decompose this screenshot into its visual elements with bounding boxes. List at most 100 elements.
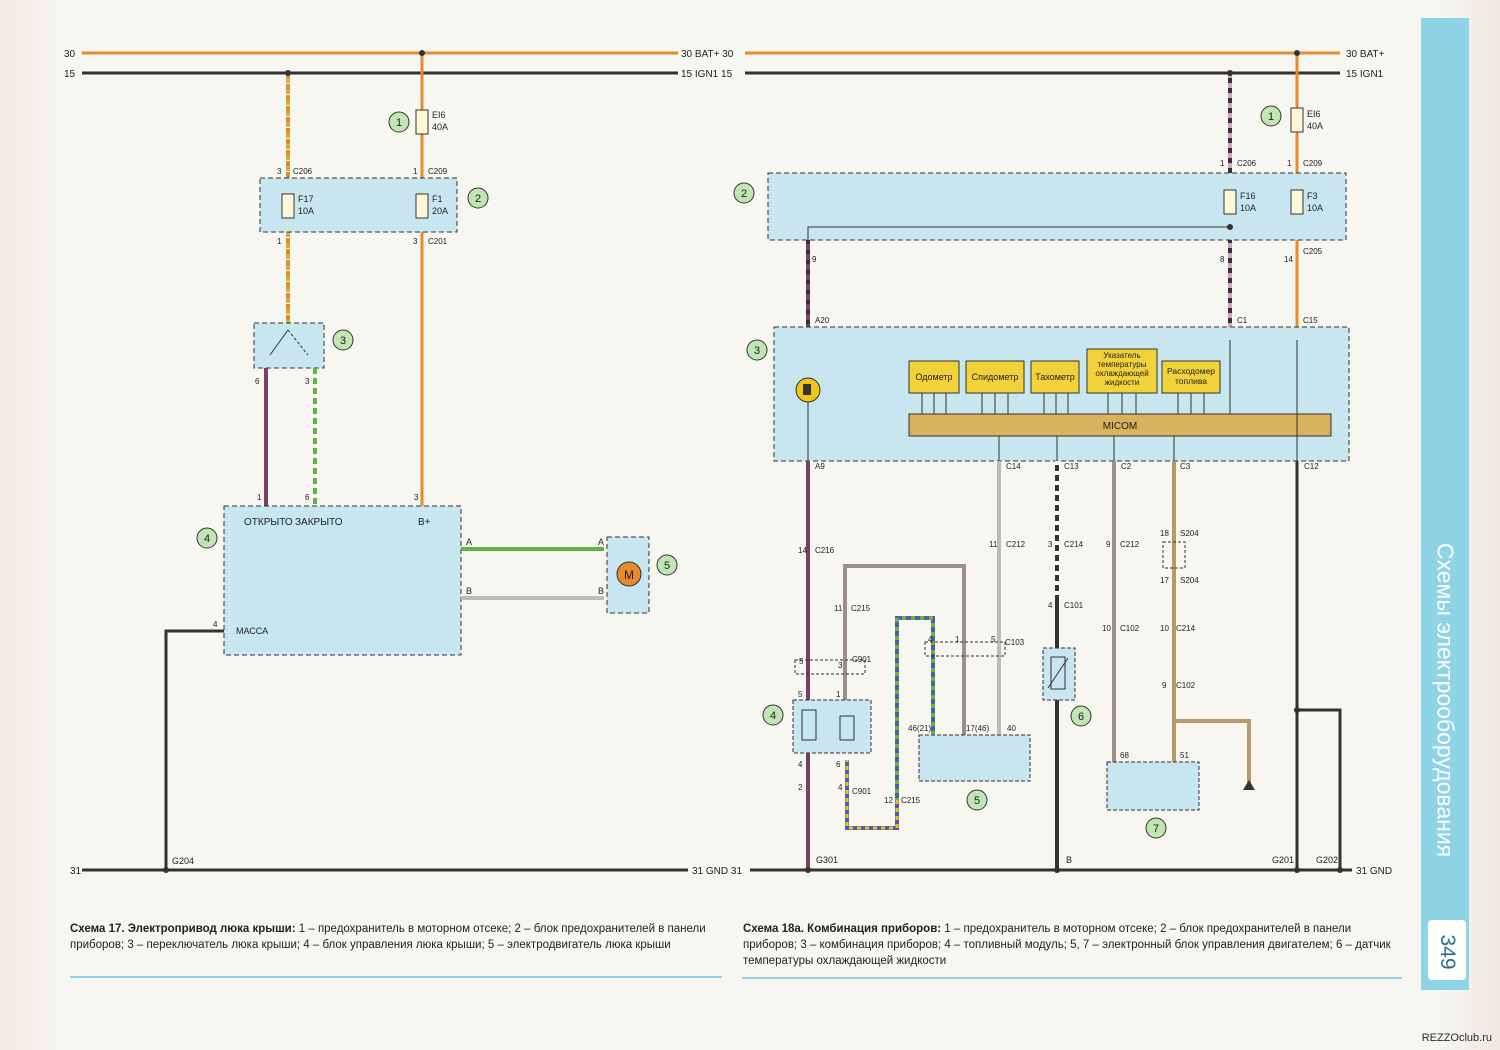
thermistor-arrow (1047, 657, 1069, 689)
junction-dot (1294, 707, 1300, 713)
fuel-module (792, 699, 872, 754)
terminal-b: B (598, 586, 604, 596)
pin-number: 4 (838, 783, 843, 792)
pin-number: 4 (928, 635, 933, 644)
pin-number: 1 (1287, 159, 1292, 168)
pin-number: 3 (305, 377, 310, 386)
pin-number: 11 (989, 540, 998, 549)
pin-number: 14 (1284, 255, 1293, 264)
sunroof-control-module (223, 505, 462, 656)
junction-dot (805, 867, 811, 873)
callout-badge (1070, 705, 1092, 727)
terminal-mass: МАССА (236, 626, 268, 636)
caption-right: Схема 18а. Комбинация приборов: 1 – пред… (743, 921, 1403, 969)
connector-label: C3 (1180, 462, 1191, 471)
micom-bus (908, 413, 1332, 437)
connector-label: C901 (852, 655, 872, 664)
callout-badge (762, 704, 784, 726)
pin-number: 6 (255, 377, 260, 386)
level-sensor-icon (801, 709, 817, 741)
switch-contact (287, 329, 309, 356)
pin-number: 3 (1048, 540, 1053, 549)
callout-number: 7 (1153, 823, 1159, 835)
callout-number: 5 (664, 560, 670, 572)
junction-dot (1294, 50, 1300, 56)
pin-number: 10 (1102, 624, 1111, 633)
callout-badge (388, 111, 410, 133)
pin-number: 1 (413, 167, 418, 176)
fuse-label: 10A (1307, 203, 1323, 213)
fuse-label: EI6 (1307, 109, 1321, 119)
watermark: REZZOclub.ru (1421, 1032, 1492, 1044)
pin-number: 5 (991, 635, 996, 644)
callout-number: 4 (204, 533, 210, 545)
caption-text: 1 – предохранитель в моторном отсеке; 2 … (70, 923, 706, 951)
connector-label: C214 (1176, 624, 1196, 633)
connector-label: C1 (1237, 316, 1248, 325)
caption-text: 1 – предохранитель в моторном отсеке; 2 … (743, 923, 1391, 967)
pin-number: 5 (799, 657, 804, 666)
rail-label: 15 IGN1 (1346, 69, 1384, 80)
instrument-cluster (773, 326, 1350, 462)
pin-number: 11 (834, 604, 843, 613)
ground-label: G204 (172, 856, 194, 866)
connector-label: C215 (851, 604, 871, 613)
connector-label: C13 (1064, 462, 1079, 471)
fuse-label: EI6 (432, 110, 446, 120)
rail-label: 15 (64, 69, 76, 80)
wire-black (164, 629, 224, 870)
pin-number: 40 (1007, 724, 1016, 733)
connector-label: C101 (1064, 601, 1084, 610)
connector-c103 (924, 641, 1006, 657)
junction-dot (163, 867, 169, 873)
splice-s204 (1162, 541, 1186, 569)
left-diagram: 30 15 30 BAT+ 30 15 IGN1 15 31 31 GND 31… (64, 49, 742, 877)
page-number-tab (1428, 920, 1466, 980)
connector-label: C102 (1176, 681, 1196, 690)
page-number: 349 (1436, 934, 1459, 970)
fuse-symbol (1290, 189, 1304, 215)
gauge-label: Спидометр (972, 372, 1019, 382)
motor-symbol: M (624, 568, 634, 582)
connector-label: C901 (852, 787, 872, 796)
callout-badge (1260, 105, 1282, 127)
gauge-coolant-temp (1086, 348, 1158, 394)
callout-number: 2 (475, 193, 481, 205)
connector-label: C216 (815, 546, 835, 555)
callout-badge (332, 329, 354, 351)
connector-label: C201 (428, 237, 448, 246)
coolant-temp-sensor (1042, 647, 1076, 701)
rail-label: 31 (70, 866, 82, 877)
connector-label: C206 (1237, 159, 1257, 168)
wire-yellow (845, 760, 899, 830)
pin-number: 9 (1106, 540, 1111, 549)
micom-label: MICOM (1103, 421, 1137, 432)
junction-dot (285, 70, 291, 76)
connector-label: C209 (1303, 159, 1323, 168)
fuse-label: 40A (432, 122, 448, 132)
terminal-b: B (466, 586, 472, 596)
wire-gray (843, 564, 966, 735)
gauge-label: Указатель температуры охлаждающей жидкос… (1095, 351, 1149, 387)
connector-label: C103 (1005, 638, 1025, 647)
pin-number: 9 (1162, 681, 1167, 690)
rail-label: 30 BAT+ 30 (681, 49, 734, 60)
terminal-bplus: B+ (418, 517, 431, 528)
rail-label: 15 IGN1 15 (681, 69, 733, 80)
junction-dot (419, 50, 425, 56)
junction-dot (1227, 224, 1233, 230)
pin-number: 4 (798, 760, 803, 769)
junction-dot (1294, 867, 1300, 873)
fuse-symbol (1290, 107, 1304, 133)
connector-label: A9 (815, 462, 825, 471)
connector-label: C209 (428, 167, 448, 176)
engine-ecu-2 (1106, 761, 1200, 811)
fuse-label: F17 (298, 194, 314, 204)
pin-number: 1 (836, 690, 841, 699)
pin-number: 46(21) (908, 724, 931, 733)
pin-number: 18 (1160, 529, 1169, 538)
rail-label: 30 (64, 49, 76, 60)
pin-number: 1 (1220, 159, 1225, 168)
ground-label: G301 (816, 855, 838, 865)
